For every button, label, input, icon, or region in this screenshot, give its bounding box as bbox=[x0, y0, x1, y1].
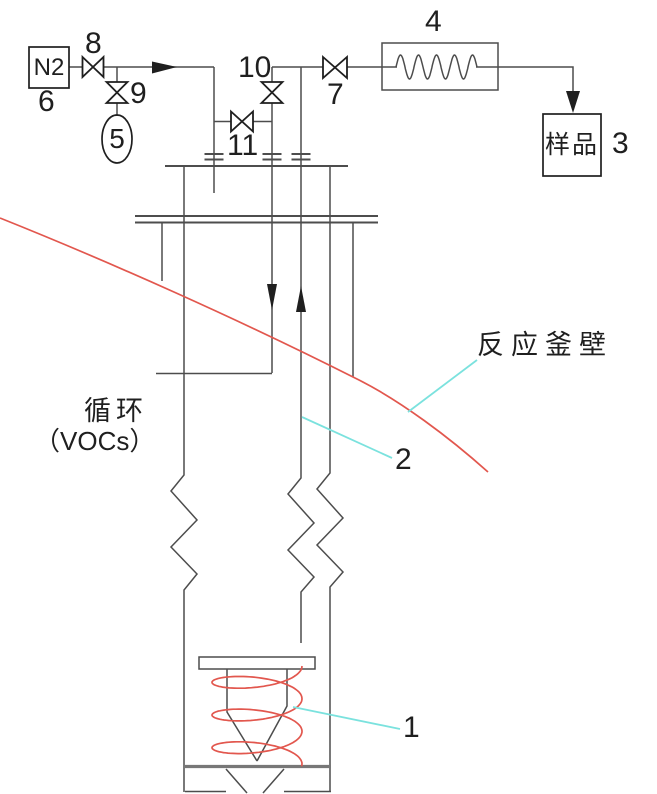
n2-source-label: N2 bbox=[33, 53, 65, 81]
callout-5: 5 bbox=[109, 123, 125, 154]
valve-11-symbol bbox=[230, 109, 254, 134]
condenser-outlet-line bbox=[498, 66, 574, 92]
red-elements bbox=[0, 217, 489, 767]
funnel-cone bbox=[226, 669, 288, 762]
inner-sampling-tube bbox=[286, 67, 316, 643]
callout-11: 11 bbox=[227, 129, 259, 162]
reactor-wall-label: 反应釜壁 bbox=[477, 330, 613, 360]
sheath-left-wall bbox=[169, 166, 199, 792]
discharge-notch bbox=[225, 768, 285, 794]
callout-4: 4 bbox=[425, 5, 442, 38]
valves bbox=[81, 54, 348, 134]
valve-8-symbol bbox=[81, 54, 105, 80]
fitting-left bbox=[204, 153, 224, 161]
reactor-lid-flange bbox=[135, 215, 378, 224]
n2-source-box bbox=[28, 46, 70, 89]
flange-lines bbox=[135, 165, 378, 224]
upflow-arrow bbox=[296, 286, 306, 312]
circulation-label-bottom: （VOCs） bbox=[34, 426, 156, 456]
callout-9: 9 bbox=[130, 77, 147, 110]
callout-6: 6 bbox=[38, 85, 55, 118]
leader-lines bbox=[292, 359, 478, 730]
spiral-agitator bbox=[211, 665, 303, 767]
fitting-right bbox=[291, 153, 311, 161]
circulation-label-top: 循环 bbox=[84, 396, 148, 426]
downflow-arrow bbox=[267, 284, 277, 310]
compression-fittings bbox=[204, 153, 311, 161]
right-flow-arrow bbox=[152, 61, 177, 74]
coil-wave bbox=[395, 54, 478, 80]
baffle-plate bbox=[198, 656, 316, 670]
fitting-middle bbox=[262, 153, 282, 161]
sample-box-label: 样品 bbox=[544, 130, 599, 159]
callout-8: 8 bbox=[85, 27, 102, 60]
callout-1: 1 bbox=[403, 711, 420, 744]
valve-7-symbol bbox=[322, 55, 348, 80]
sample-collector-box bbox=[542, 113, 602, 177]
valve-10-symbol bbox=[259, 81, 285, 104]
sample-drop-arrow bbox=[566, 91, 580, 113]
callout-2: 2 bbox=[395, 443, 412, 476]
callout-7: 7 bbox=[327, 78, 344, 111]
piping-lines bbox=[69, 42, 574, 794]
leader-callout-2 bbox=[301, 416, 393, 459]
sheath-right-wall bbox=[315, 166, 345, 792]
valve-9-symbol bbox=[104, 81, 130, 104]
callout-10: 10 bbox=[238, 51, 272, 84]
leader-callout-1 bbox=[292, 706, 401, 730]
flow-arrows bbox=[152, 61, 580, 312]
gauge-ellipse bbox=[101, 114, 133, 164]
reactor-wall-curve bbox=[0, 217, 489, 473]
leader-reactor-wall bbox=[407, 359, 478, 413]
callout-3: 3 bbox=[612, 127, 629, 160]
equipment-outlines bbox=[28, 46, 602, 177]
